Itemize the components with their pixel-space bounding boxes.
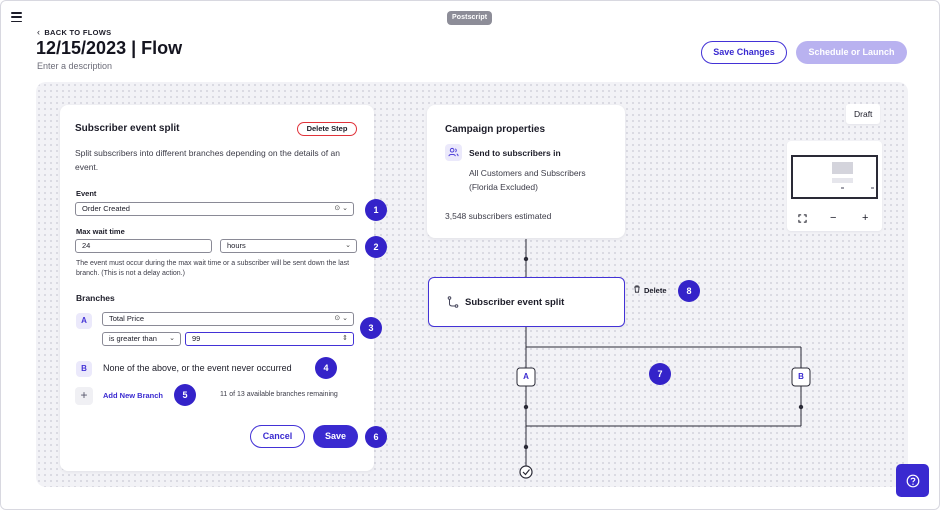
branches-label: Branches bbox=[76, 293, 115, 303]
marker-7: 7 bbox=[649, 363, 671, 385]
chevron-left-icon: ‹ bbox=[37, 27, 41, 37]
branch-b-description: None of the above, or the event never oc… bbox=[103, 363, 292, 373]
menu-icon[interactable] bbox=[11, 12, 22, 22]
branch-tag-a[interactable]: A bbox=[523, 372, 529, 381]
save-button[interactable]: Save bbox=[313, 425, 358, 448]
event-select[interactable]: Order Created ⊙ ⌄ bbox=[75, 202, 354, 216]
send-to-label: Send to subscribers in bbox=[469, 148, 561, 158]
audience-line-2: (Florida Excluded) bbox=[469, 182, 538, 192]
delete-step-button[interactable]: Delete Step bbox=[297, 122, 357, 136]
editor-title: Subscriber event split bbox=[75, 123, 180, 134]
marker-4: 4 bbox=[315, 357, 337, 379]
minimap[interactable]: − + bbox=[787, 141, 882, 231]
marker-8: 8 bbox=[678, 280, 700, 302]
minimap-node bbox=[832, 178, 853, 183]
trash-icon bbox=[633, 285, 641, 295]
max-wait-value: 24 bbox=[82, 241, 91, 250]
split-icon bbox=[447, 295, 459, 313]
subscriber-estimate: 3,548 subscribers estimated bbox=[445, 211, 552, 221]
brand-logo: Postscript bbox=[447, 11, 493, 25]
marker-1: 1 bbox=[365, 199, 387, 221]
zoom-out-icon[interactable]: − bbox=[830, 212, 837, 224]
node-delete-label: Delete bbox=[644, 285, 667, 295]
wait-unit-value: hours bbox=[227, 241, 246, 250]
chevron-down-icon: ⌄ bbox=[169, 335, 175, 342]
add-new-branch-link[interactable]: Add New Branch bbox=[103, 391, 164, 400]
branch-a-operator-select[interactable]: is greater than ⌄ bbox=[102, 332, 181, 346]
fit-view-icon[interactable] bbox=[798, 214, 807, 226]
editor-description: Split subscribers into different branche… bbox=[75, 148, 340, 172]
branch-a-property: Total Price bbox=[109, 314, 145, 323]
stepper-icon: ⇕ bbox=[342, 335, 348, 342]
branches-remaining-text: 11 of 13 available branches remaining bbox=[220, 391, 338, 398]
status-badge: Draft bbox=[846, 104, 881, 124]
campaign-title: Campaign properties bbox=[445, 124, 546, 135]
add-branch-plus-icon[interactable]: + bbox=[75, 387, 93, 405]
chevron-down-icon: ⊙ ⌄ bbox=[334, 315, 348, 322]
audience-text: All Customers and Subscribers (Florida E… bbox=[469, 166, 586, 194]
help-icon bbox=[906, 474, 919, 487]
subscriber-event-split-node[interactable]: Subscriber event split bbox=[428, 277, 625, 327]
branch-a-value-input[interactable]: 99 ⇕ bbox=[185, 332, 354, 346]
wait-helper-text: The event must occur during the max wait… bbox=[76, 260, 350, 277]
minimap-node bbox=[871, 187, 874, 189]
marker-5: 5 bbox=[174, 384, 196, 406]
branch-a-operator: is greater than bbox=[109, 334, 157, 343]
branch-a-property-select[interactable]: Total Price ⊙ ⌄ bbox=[102, 312, 354, 326]
chevron-down-icon: ⌄ bbox=[345, 242, 351, 249]
minimap-viewport[interactable] bbox=[791, 155, 878, 199]
step-editor-panel: Subscriber event split Delete Step Split… bbox=[60, 105, 374, 471]
cancel-button[interactable]: Cancel bbox=[250, 425, 305, 448]
branch-a-value: 99 bbox=[192, 334, 201, 343]
page-title[interactable]: 12/15/2023 | Flow bbox=[36, 38, 183, 58]
zoom-in-icon[interactable]: + bbox=[862, 212, 869, 224]
chevron-down-icon: ⊙ ⌄ bbox=[334, 205, 348, 212]
branch-a-chip: A bbox=[76, 313, 92, 329]
back-to-flows-link[interactable]: ‹ BACK TO FLOWS bbox=[37, 27, 111, 37]
flow-end-check-icon bbox=[520, 466, 532, 478]
event-label: Event bbox=[76, 189, 97, 198]
max-wait-input[interactable]: 24 bbox=[75, 239, 212, 253]
minimap-node bbox=[841, 187, 844, 189]
marker-6: 6 bbox=[365, 426, 387, 448]
event-select-value: Order Created bbox=[82, 204, 130, 213]
back-link-label: BACK TO FLOWS bbox=[44, 27, 112, 37]
branch-b-chip: B bbox=[76, 361, 92, 377]
users-icon bbox=[445, 144, 462, 161]
node-delete-button[interactable]: Delete bbox=[633, 285, 667, 295]
branch-tag-b[interactable]: B bbox=[798, 372, 804, 381]
help-button[interactable] bbox=[896, 464, 929, 497]
marker-2: 2 bbox=[365, 236, 387, 258]
max-wait-label: Max wait time bbox=[76, 227, 125, 236]
wait-unit-select[interactable]: hours ⌄ bbox=[220, 239, 357, 253]
save-changes-button[interactable]: Save Changes bbox=[701, 41, 787, 64]
minimap-node bbox=[832, 162, 853, 174]
description-field[interactable]: Enter a description bbox=[37, 61, 113, 71]
split-node-label: Subscriber event split bbox=[465, 297, 565, 308]
audience-line-1: All Customers and Subscribers bbox=[469, 168, 586, 178]
marker-3: 3 bbox=[360, 317, 382, 339]
campaign-properties-card[interactable]: Campaign properties Send to subscribers … bbox=[427, 105, 625, 238]
schedule-or-launch-button[interactable]: Schedule or Launch bbox=[796, 41, 907, 64]
